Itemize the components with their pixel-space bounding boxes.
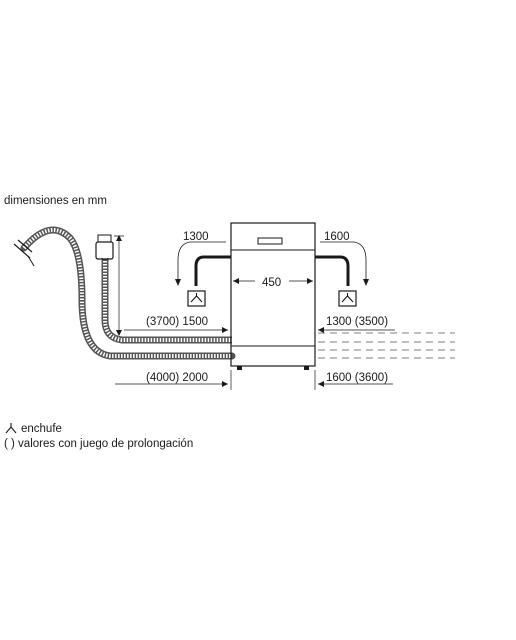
legend-extension: ( ) valores con juego de prolongación bbox=[4, 438, 193, 450]
drain-left-dimension bbox=[124, 327, 228, 333]
plug-legend-icon bbox=[5, 423, 17, 434]
inlet-left-label: (4000) 2000 bbox=[146, 372, 208, 384]
inlet-left-dimension bbox=[115, 370, 232, 390]
plug-socket-icon-right bbox=[338, 290, 357, 307]
drain-height-arrow-top bbox=[116, 235, 122, 241]
width-dimension bbox=[233, 273, 313, 287]
legend-plug: enchufe bbox=[21, 423, 62, 435]
inlet-hose bbox=[20, 226, 236, 360]
dishwasher-body bbox=[230, 222, 316, 370]
left-supply-cable bbox=[175, 241, 231, 286]
drain-height-arrow bbox=[116, 330, 122, 336]
drain-fitting bbox=[95, 234, 124, 260]
inlet-right-label: 1600 (3600) bbox=[326, 372, 388, 384]
drain-left-label: (3700) 1500 bbox=[146, 316, 208, 328]
units-label: dimensiones en mm bbox=[4, 195, 107, 207]
right-supply-cable bbox=[315, 241, 369, 286]
water-tap-connector bbox=[13, 239, 35, 267]
drain-hose bbox=[101, 258, 232, 344]
drain-right-dimension bbox=[318, 327, 395, 333]
drain-right-label: 1300 (3500) bbox=[326, 316, 388, 328]
hose-left-label: 1300 bbox=[183, 231, 209, 243]
hose-right-label: 1600 bbox=[324, 231, 350, 243]
plug-socket-icon bbox=[187, 290, 206, 307]
inlet-right-dimension bbox=[314, 370, 393, 390]
width-label: 450 bbox=[262, 277, 281, 289]
floor-dashed-lines bbox=[318, 332, 455, 359]
